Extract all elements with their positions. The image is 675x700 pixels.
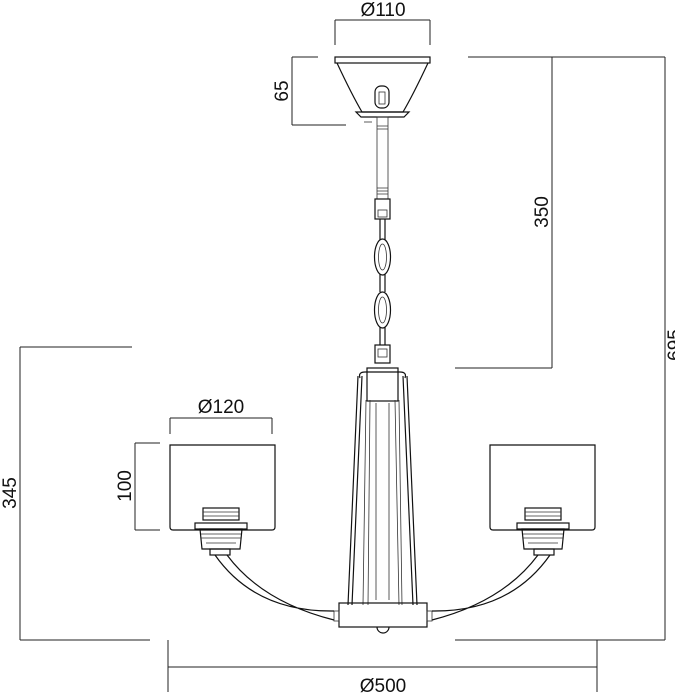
- dim-total-height: 695: [455, 57, 675, 641]
- right-shade: [489, 444, 596, 556]
- central-cage: [333, 367, 433, 634]
- label-body-height: 345: [0, 477, 21, 509]
- left-shade: [169, 444, 276, 556]
- label-canopy-height: 65: [272, 80, 293, 101]
- label-suspension-length: 350: [532, 196, 553, 228]
- dim-shade-diameter: Ø120: [169, 397, 273, 434]
- label-total-height: 695: [665, 329, 675, 361]
- dim-suspension-length: 350: [455, 56, 665, 369]
- chain: [373, 116, 392, 364]
- label-shade-diameter: Ø120: [198, 397, 244, 418]
- canopy: [334, 56, 431, 123]
- dim-shade-height: 100: [115, 442, 160, 531]
- dim-overall-diameter: Ø500: [167, 640, 598, 697]
- label-overall-diameter: Ø500: [360, 676, 406, 697]
- arms: [214, 554, 551, 621]
- dim-body-height: 345: [0, 346, 150, 641]
- dim-canopy-height: 65: [272, 56, 346, 126]
- label-shade-height: 100: [115, 470, 136, 502]
- dim-canopy-diameter: Ø110: [334, 0, 431, 45]
- label-canopy-diameter: Ø110: [360, 0, 405, 21]
